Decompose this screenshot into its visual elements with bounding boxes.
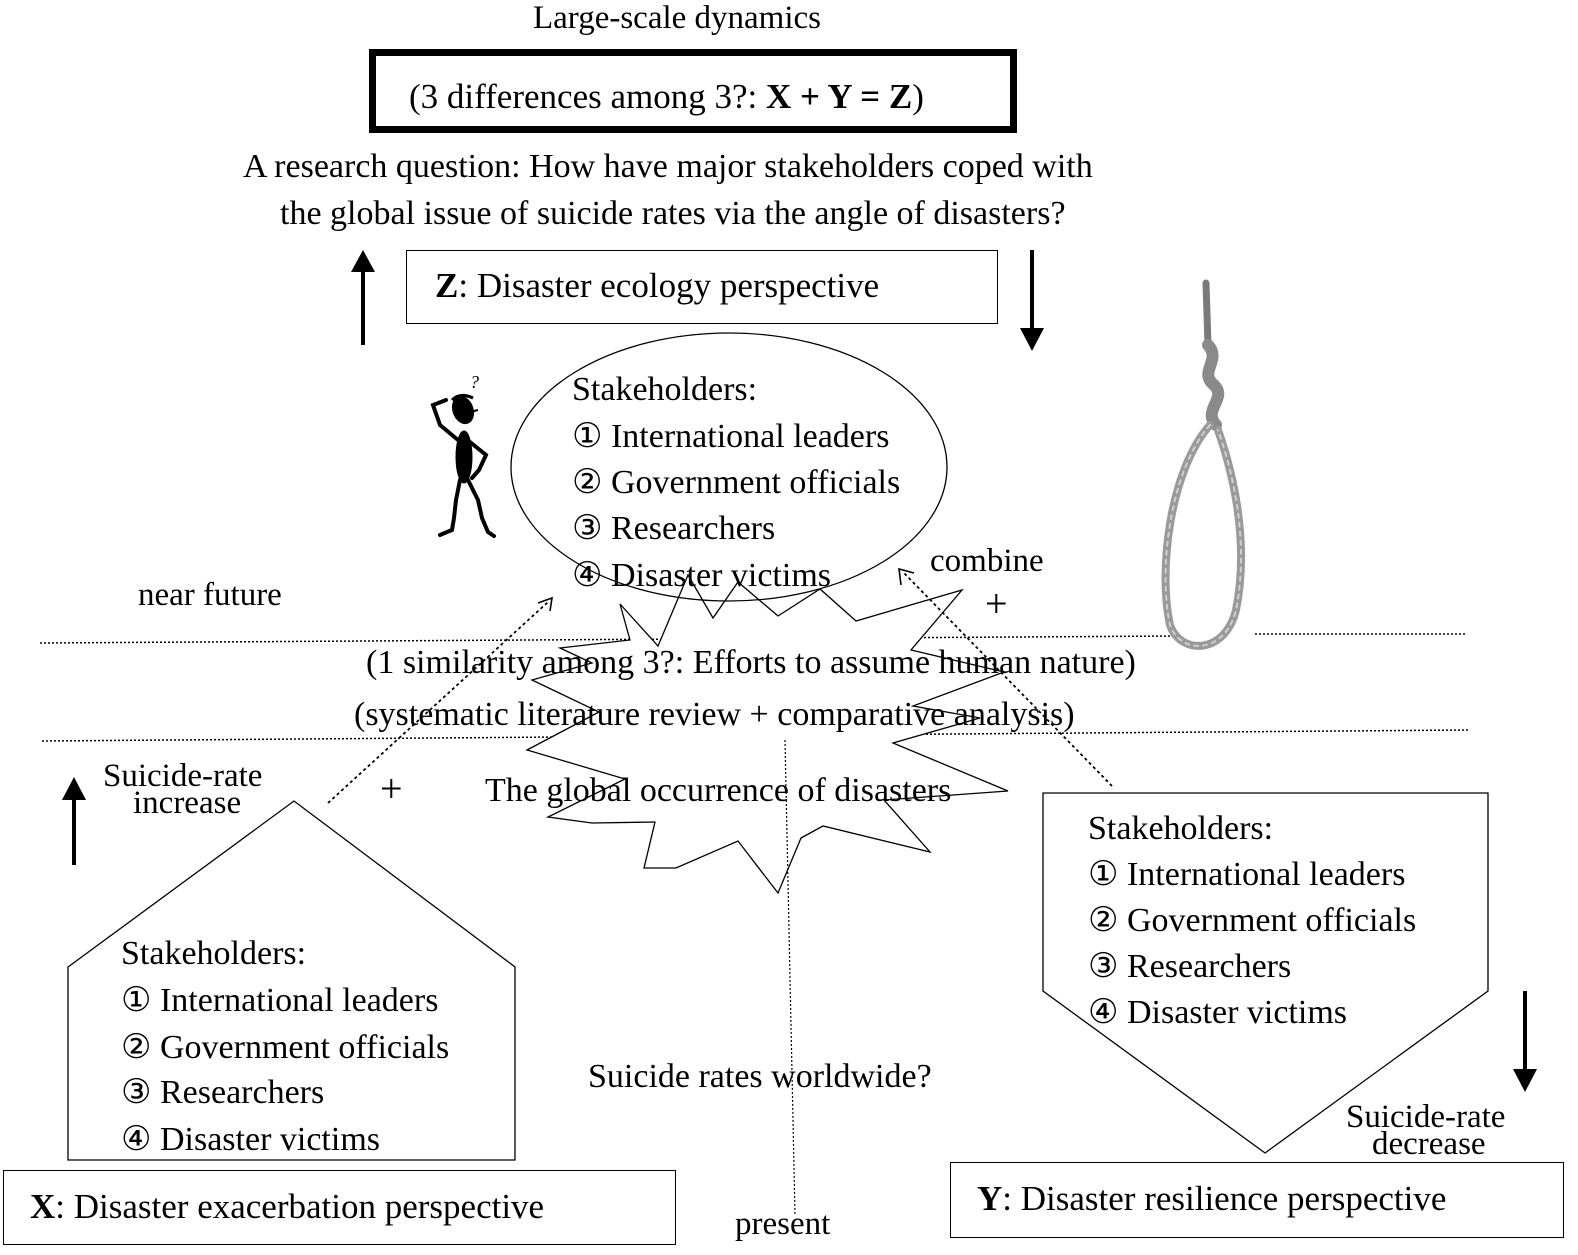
z-perspective-box: Z: Disaster ecology perspective	[406, 250, 998, 324]
down-arrow-icon	[1020, 250, 1044, 351]
x-perspective-box: X: Disaster exacerbation perspective	[3, 1170, 676, 1245]
y-stakeholder-3: ③ Researchers	[1088, 948, 1292, 985]
y-stakeholders-shield	[1042, 792, 1489, 1154]
plus-sign-left: +	[380, 766, 403, 811]
x-perspective-label: X: Disaster exacerbation perspective	[30, 1189, 544, 1224]
increase-line2: increase	[133, 785, 242, 821]
x-stakeholder-3: ③ Researchers	[121, 1074, 325, 1111]
x-stakeholder-4: ④ Disaster victims	[121, 1121, 381, 1158]
plus-sign-right: +	[985, 581, 1008, 626]
ellipse-stakeholder-1: ① International leaders	[572, 418, 890, 455]
present-timeline	[784, 739, 796, 1216]
y-letter: Y	[977, 1179, 1003, 1218]
y-text: : Disaster resilience perspective	[1002, 1179, 1447, 1218]
y-stakeholder-4: ④ Disaster victims	[1088, 994, 1348, 1031]
disasters-label: The global occurrence of disasters	[485, 772, 952, 809]
y-stakeholder-2: ② Government officials	[1088, 902, 1417, 939]
decrease-line1: Suicide-rate	[1346, 1099, 1506, 1135]
down-arrow-icon	[1513, 991, 1537, 1092]
formula-box: (3 differences among 3?: X + Y = Z)	[369, 49, 1017, 133]
dynamics-label: Large-scale dynamics	[533, 0, 822, 36]
formula-suffix: )	[912, 77, 924, 116]
research-question-line1: A research question: How have major stak…	[243, 148, 1093, 185]
research-question-line2: the global issue of suicide rates via th…	[280, 195, 1066, 232]
near-future-label: near future	[138, 577, 282, 613]
thinking-person-icon	[430, 393, 496, 538]
y-stakeholders-title: Stakeholders:	[1088, 810, 1274, 847]
present-label: present	[735, 1206, 831, 1242]
up-arrow-icon	[351, 250, 375, 345]
y-perspective-box: Y: Disaster resilience perspective	[950, 1162, 1564, 1238]
ellipse-stakeholder-3: ③ Researchers	[572, 510, 776, 547]
ellipse-stakeholder-4: ④ Disaster victims	[572, 557, 832, 594]
y-stakeholder-1: ① International leaders	[1088, 856, 1406, 893]
similarity-label: (1 similarity among 3?: Efforts to assum…	[366, 644, 1136, 681]
x-stakeholders-house	[67, 800, 516, 1161]
stakeholders-ellipse	[510, 332, 948, 602]
up-arrow-icon	[62, 777, 86, 865]
z-perspective-label: Z: Disaster ecology perspective	[435, 268, 879, 303]
formula-prefix: (3 differences among 3?:	[409, 77, 766, 116]
y-combine-arrow	[903, 572, 1113, 787]
x-combine-arrow	[327, 601, 549, 804]
increase-line1: Suicide-rate	[103, 758, 263, 794]
noose-icon	[1161, 279, 1246, 650]
y-perspective-label: Y: Disaster resilience perspective	[977, 1181, 1446, 1216]
x-stakeholders-title: Stakeholders:	[121, 935, 307, 972]
suicide-worldwide-label: Suicide rates worldwide?	[588, 1058, 932, 1095]
x-stakeholder-1: ① International leaders	[121, 982, 439, 1019]
ellipse-stakeholders-title: Stakeholders:	[572, 371, 758, 408]
method-label: (systematic literature review + comparat…	[354, 696, 1075, 733]
ellipse-stakeholder-2: ② Government officials	[572, 464, 901, 501]
decrease-line2: decrease	[1372, 1126, 1486, 1162]
z-text: : Disaster ecology perspective	[458, 266, 880, 305]
combine-label: combine	[930, 543, 1044, 579]
x-stakeholder-2: ② Government officials	[121, 1029, 450, 1066]
question-mark: ?	[470, 372, 479, 392]
x-text: : Disaster exacerbation perspective	[55, 1187, 545, 1226]
formula-text: (3 differences among 3?: X + Y = Z)	[409, 79, 924, 114]
formula-bold: X + Y = Z	[766, 77, 913, 116]
x-letter: X	[30, 1187, 56, 1226]
z-letter: Z	[435, 266, 459, 305]
disaster-starburst	[525, 573, 1009, 895]
